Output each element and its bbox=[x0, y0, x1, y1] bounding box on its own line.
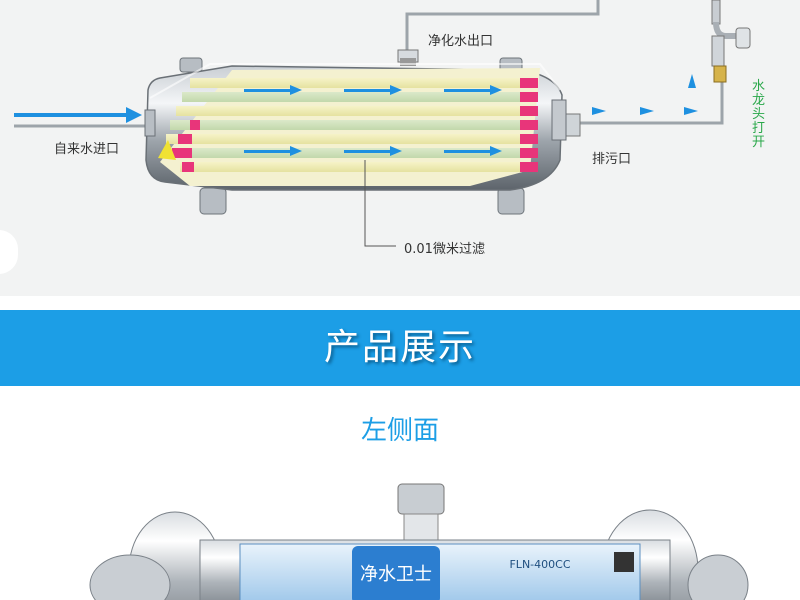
inlet-label: 自来水进口 bbox=[54, 142, 120, 157]
pipes bbox=[14, 0, 724, 128]
banner-title: 产品展示 bbox=[323, 327, 476, 368]
side-tab[interactable] bbox=[0, 230, 18, 274]
inlet-arrow-icon bbox=[14, 107, 142, 123]
product-model-text: FLN-400CC bbox=[509, 558, 570, 571]
product-logo-text: 净水卫士 bbox=[360, 564, 432, 585]
tank-end-caps bbox=[144, 99, 567, 141]
diagram-panel: 净化水出口 自来水进口 排污口 0.01微米过滤 水龙头打开 bbox=[0, 0, 800, 296]
internal-flow-arrows bbox=[244, 85, 502, 156]
outlet-fitting bbox=[397, 49, 419, 66]
section-subtitle: 左侧面 bbox=[360, 416, 439, 446]
faucet-label: 水龙头打开 bbox=[752, 79, 766, 150]
filter-diagram bbox=[14, 0, 751, 247]
faucet-icon bbox=[711, 0, 751, 83]
drain-label: 排污口 bbox=[592, 152, 632, 167]
tank-interior bbox=[158, 68, 540, 186]
drain-fitting bbox=[565, 113, 581, 137]
filter-callout-line bbox=[364, 160, 396, 247]
outlet-label: 净化水出口 bbox=[428, 34, 494, 49]
section-banner: 产品展示 bbox=[0, 310, 800, 386]
drain-flow-arrows bbox=[592, 74, 698, 115]
filter-label: 0.01微米过滤 bbox=[404, 242, 485, 257]
product-logo bbox=[352, 546, 440, 600]
product-photo: 净水卫士 FLN-400CC bbox=[89, 483, 749, 600]
